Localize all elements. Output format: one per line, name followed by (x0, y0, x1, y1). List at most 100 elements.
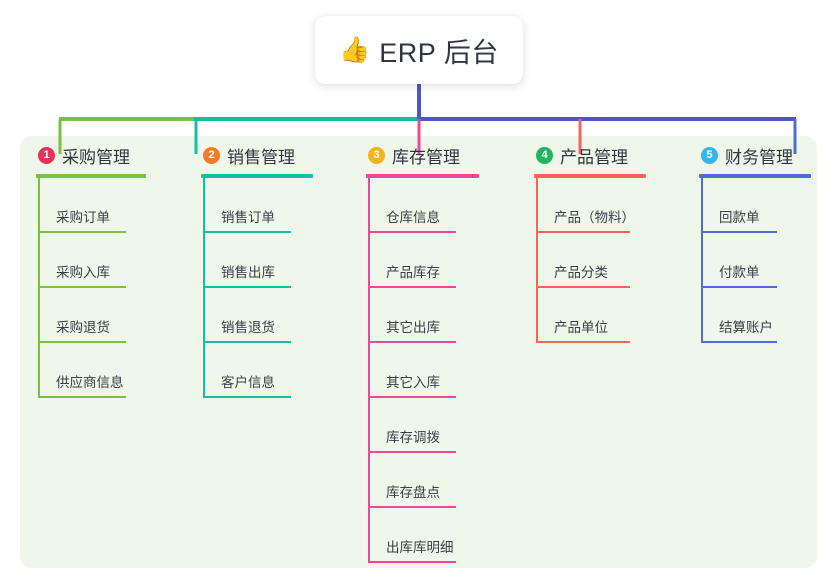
list-item-label: 仓库信息 (386, 210, 440, 225)
list-item[interactable]: 销售订单 (203, 178, 350, 233)
spine-sales (203, 178, 205, 398)
list-item-label: 结算账户 (719, 320, 773, 335)
list-item-label: 产品分类 (554, 265, 608, 280)
column-rule-inventory (366, 174, 479, 178)
column-inventory: 3 库存管理仓库信息产品库存其它出库其它入库库存调拨库存盘点出库库明细 (350, 136, 518, 563)
list-item[interactable]: 付款单 (701, 233, 839, 288)
thumbs-up-icon: 👍 (339, 35, 371, 64)
column-purchase: 1 采购管理采购订单采购入库采购退货供应商信息 (20, 136, 185, 398)
column-header-sales[interactable]: 2 销售管理 (185, 136, 350, 174)
item-list-sales: 销售订单销售出库销售退货客户信息 (203, 178, 350, 398)
item-list-product: 产品（物料） 产品分类产品单位 (536, 178, 683, 343)
list-item[interactable]: 供应商信息 (38, 343, 185, 398)
list-item-label: 库存调拨 (386, 430, 440, 445)
item-list-purchase: 采购订单采购入库采购退货供应商信息 (38, 178, 185, 398)
list-item-label: 销售退货 (221, 320, 275, 335)
list-item-label: 销售订单 (221, 210, 275, 225)
list-item-label: 采购退货 (56, 320, 110, 335)
column-rule-product (534, 174, 646, 178)
list-item-label: 产品单位 (554, 320, 608, 335)
list-item-rule (536, 286, 630, 288)
list-item-label: 付款单 (719, 265, 760, 280)
list-item-label: 采购订单 (56, 210, 110, 225)
list-item-label: 库存盘点 (386, 485, 440, 500)
list-item-rule (38, 341, 126, 343)
list-item[interactable]: 库存调拨 (368, 398, 518, 453)
spine-finance (701, 178, 703, 343)
list-item-label: 销售出库 (221, 265, 275, 280)
list-item[interactable]: 采购入库 (38, 233, 185, 288)
badge-number-product: 4 (536, 146, 553, 164)
list-item-label: 出库库明细 (386, 540, 454, 555)
category-columns: 1 采购管理采购订单采购入库采购退货供应商信息 2 销售管理销售订单销售出库销售退货客… (20, 136, 817, 568)
list-item-rule (536, 231, 630, 233)
badge-number-inventory: 3 (368, 146, 385, 164)
list-item-rule (368, 396, 456, 398)
spine-inventory (368, 178, 370, 563)
column-sales: 2 销售管理销售订单销售出库销售退货客户信息 (185, 136, 350, 398)
list-item-label: 其它入库 (386, 375, 440, 390)
list-item-label: 回款单 (719, 210, 760, 225)
column-rule-purchase (36, 174, 146, 178)
spine-purchase (38, 178, 40, 398)
list-item-rule (368, 341, 456, 343)
list-item[interactable]: 客户信息 (203, 343, 350, 398)
list-item-rule (203, 231, 291, 233)
column-title-sales: 销售管理 (227, 147, 295, 167)
list-item[interactable]: 产品分类 (536, 233, 683, 288)
list-item-rule (536, 341, 630, 343)
list-item[interactable]: 出库库明细 (368, 508, 518, 563)
list-item[interactable]: 仓库信息 (368, 178, 518, 233)
spine-product (536, 178, 538, 343)
list-item[interactable]: 采购退货 (38, 288, 185, 343)
column-title-product: 产品管理 (560, 147, 628, 167)
list-item-rule (368, 451, 456, 453)
column-rule-sales (201, 174, 313, 178)
list-item-label: 供应商信息 (56, 375, 124, 390)
column-title-inventory: 库存管理 (392, 147, 460, 167)
column-title-finance: 财务管理 (725, 147, 793, 167)
list-item[interactable]: 其它入库 (368, 343, 518, 398)
list-item-rule (38, 231, 126, 233)
column-rule-finance (699, 174, 811, 178)
page-title: ERP 后台 (379, 37, 499, 68)
list-item[interactable]: 结算账户 (701, 288, 839, 343)
item-list-inventory: 仓库信息产品库存其它出库其它入库库存调拨库存盘点出库库明细 (368, 178, 518, 563)
list-item-rule (368, 231, 456, 233)
list-item-rule (701, 231, 777, 233)
list-item-label: 采购入库 (56, 265, 110, 280)
column-product: 4 产品管理产品（物料） 产品分类产品单位 (518, 136, 683, 343)
diagram-background-panel (20, 136, 817, 568)
column-finance: 5 财务管理回款单付款单结算账户 (683, 136, 839, 343)
list-item[interactable]: 回款单 (701, 178, 839, 233)
column-header-purchase[interactable]: 1 采购管理 (20, 136, 185, 174)
list-item-rule (368, 561, 456, 563)
badge-number-purchase: 1 (38, 146, 55, 164)
list-item-label: 产品库存 (386, 265, 440, 280)
list-item-rule (38, 396, 126, 398)
column-header-product[interactable]: 4 产品管理 (518, 136, 683, 174)
list-item-rule (701, 286, 777, 288)
list-item[interactable]: 产品单位 (536, 288, 683, 343)
list-item-rule (701, 341, 777, 343)
list-item[interactable]: 销售出库 (203, 233, 350, 288)
list-item-rule (368, 286, 456, 288)
list-item-label: 客户信息 (221, 375, 275, 390)
list-item[interactable]: 产品库存 (368, 233, 518, 288)
column-header-finance[interactable]: 5 财务管理 (683, 136, 839, 174)
list-item[interactable]: 其它出库 (368, 288, 518, 343)
list-item-label: 产品（物料） (554, 210, 635, 225)
list-item-rule (368, 506, 456, 508)
badge-number-sales: 2 (203, 146, 220, 164)
list-item-rule (203, 341, 291, 343)
list-item[interactable]: 销售退货 (203, 288, 350, 343)
column-title-purchase: 采购管理 (62, 147, 130, 167)
list-item-rule (203, 286, 291, 288)
list-item[interactable]: 库存盘点 (368, 453, 518, 508)
root-title-card[interactable]: 👍 ERP 后台 (315, 16, 523, 84)
column-header-inventory[interactable]: 3 库存管理 (350, 136, 518, 174)
list-item[interactable]: 采购订单 (38, 178, 185, 233)
list-item[interactable]: 产品（物料） (536, 178, 683, 233)
badge-number-finance: 5 (701, 146, 718, 164)
